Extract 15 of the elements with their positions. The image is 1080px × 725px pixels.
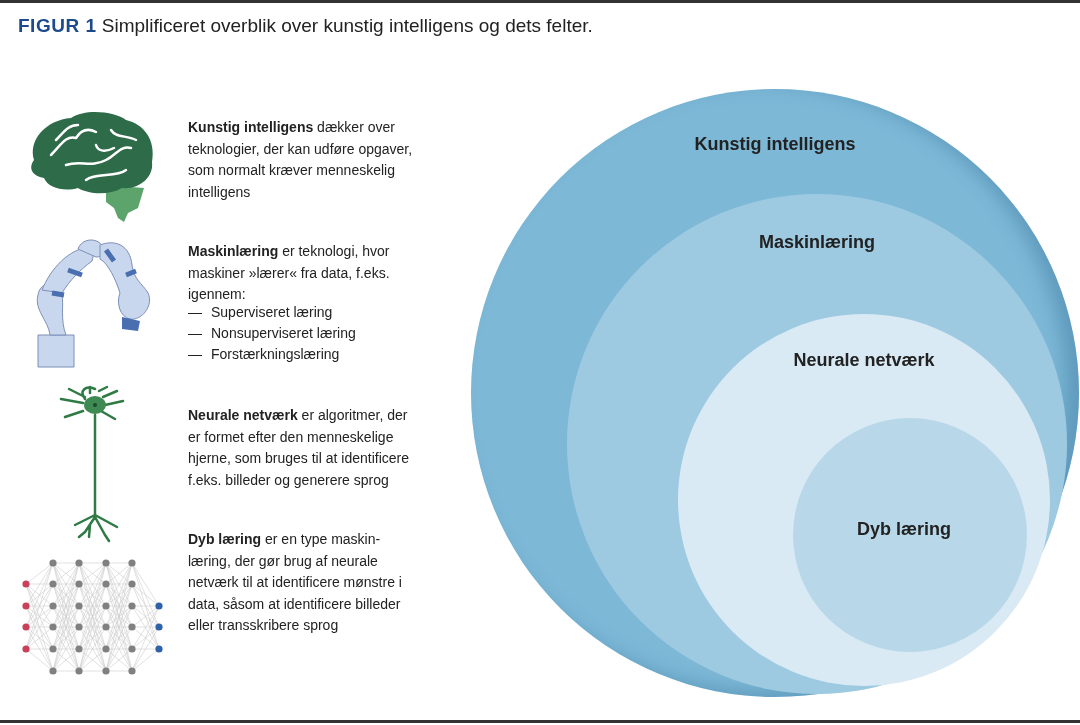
description-text: Forstærkningslæring [211, 345, 341, 364]
description-text: Kunstig intelligens dækker over teknologier, der kan udføre opgaver, som normalt kræver menneskelig intelligens [188, 118, 414, 202]
description-text: Maskinlæring er teknologi, hvor maskiner »lærer« fra data, f.eks. igennem: [188, 242, 391, 304]
description-text: Nonsuperviseret læring [211, 324, 357, 343]
list-dash: — [188, 324, 203, 343]
list-dash: — [188, 303, 203, 322]
circle-label: Maskinlæring [758, 232, 876, 253]
figure-title: FIGUR 1 Simplificeret overblik over kunstig intelligens og dets felter. [18, 15, 593, 37]
description-text: Superviseret læring [211, 303, 334, 322]
list-dash: — [188, 345, 203, 364]
description-text: Neurale netværk er algoritmer, der er formet efter den menneskelige hjerne, som bruges til at identificere f.eks. billeder og generere sprog [188, 406, 410, 490]
circle-label: Dyb læring [856, 519, 952, 540]
circle-label: Kunstig intelligens [693, 134, 857, 155]
description-text: Dyb læring er en type maskin-læring, der gør brug af neurale netværk til at identificere mønstre i data, såsom at identificere billeder eller transskribere sprog [188, 530, 403, 635]
circle-label: Neurale netværk [792, 350, 936, 371]
